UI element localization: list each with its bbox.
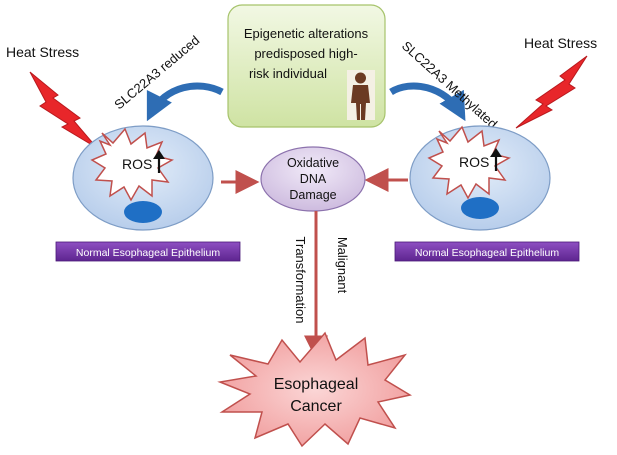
node-line-1: Oxidative [287,156,339,170]
right-up-arrow-icon [490,148,502,171]
esophageal-cancer-burst: Esophageal Cancer [217,331,413,448]
right-epithelium-label: Normal Esophageal Epithelium [415,247,559,259]
right-ros-burst [427,125,511,200]
right-cell: ROS [409,125,551,231]
epigenetic-line-3: risk individual [249,66,327,81]
transformation-line-2: Transformation [293,237,308,324]
left-cell: ROS [72,125,214,231]
left-epithelium-label: Normal Esophageal Epithelium [76,247,220,259]
epigenetic-box: Epigenetic alterations predisposed high-… [227,4,386,128]
cancer-line-1: Esophageal [274,376,359,393]
node-line-2: DNA [300,172,327,186]
person-icon [347,70,375,120]
node-line-3: Damage [289,188,336,202]
cancer-line-2: Cancer [290,398,342,415]
right-epithelium-label-box: Normal Esophageal Epithelium [394,241,580,262]
right-ros-label: ROS [459,154,489,170]
transformation-line-1: Malignant [335,237,350,294]
left-blue-curved-arrow [146,82,224,122]
oxidative-dna-damage-node: Oxidative DNA Damage [260,146,366,212]
right-lightning-bolt-icon [515,55,588,129]
left-up-arrow-icon [153,150,165,173]
epigenetic-line-1: Epigenetic alterations [244,26,369,41]
left-nucleus [124,201,162,223]
left-heat-stress-label: Heat Stress [6,44,79,60]
right-nucleus [461,197,499,219]
epigenetic-line-2: predisposed high- [254,46,357,61]
left-ros-burst [90,127,174,202]
left-ros-label: ROS [122,156,152,172]
left-lightning-bolt-icon [29,71,98,149]
right-blue-curved-arrow [389,82,466,122]
right-heat-stress-label: Heat Stress [524,35,597,51]
left-epithelium-label-box: Normal Esophageal Epithelium [55,241,241,262]
